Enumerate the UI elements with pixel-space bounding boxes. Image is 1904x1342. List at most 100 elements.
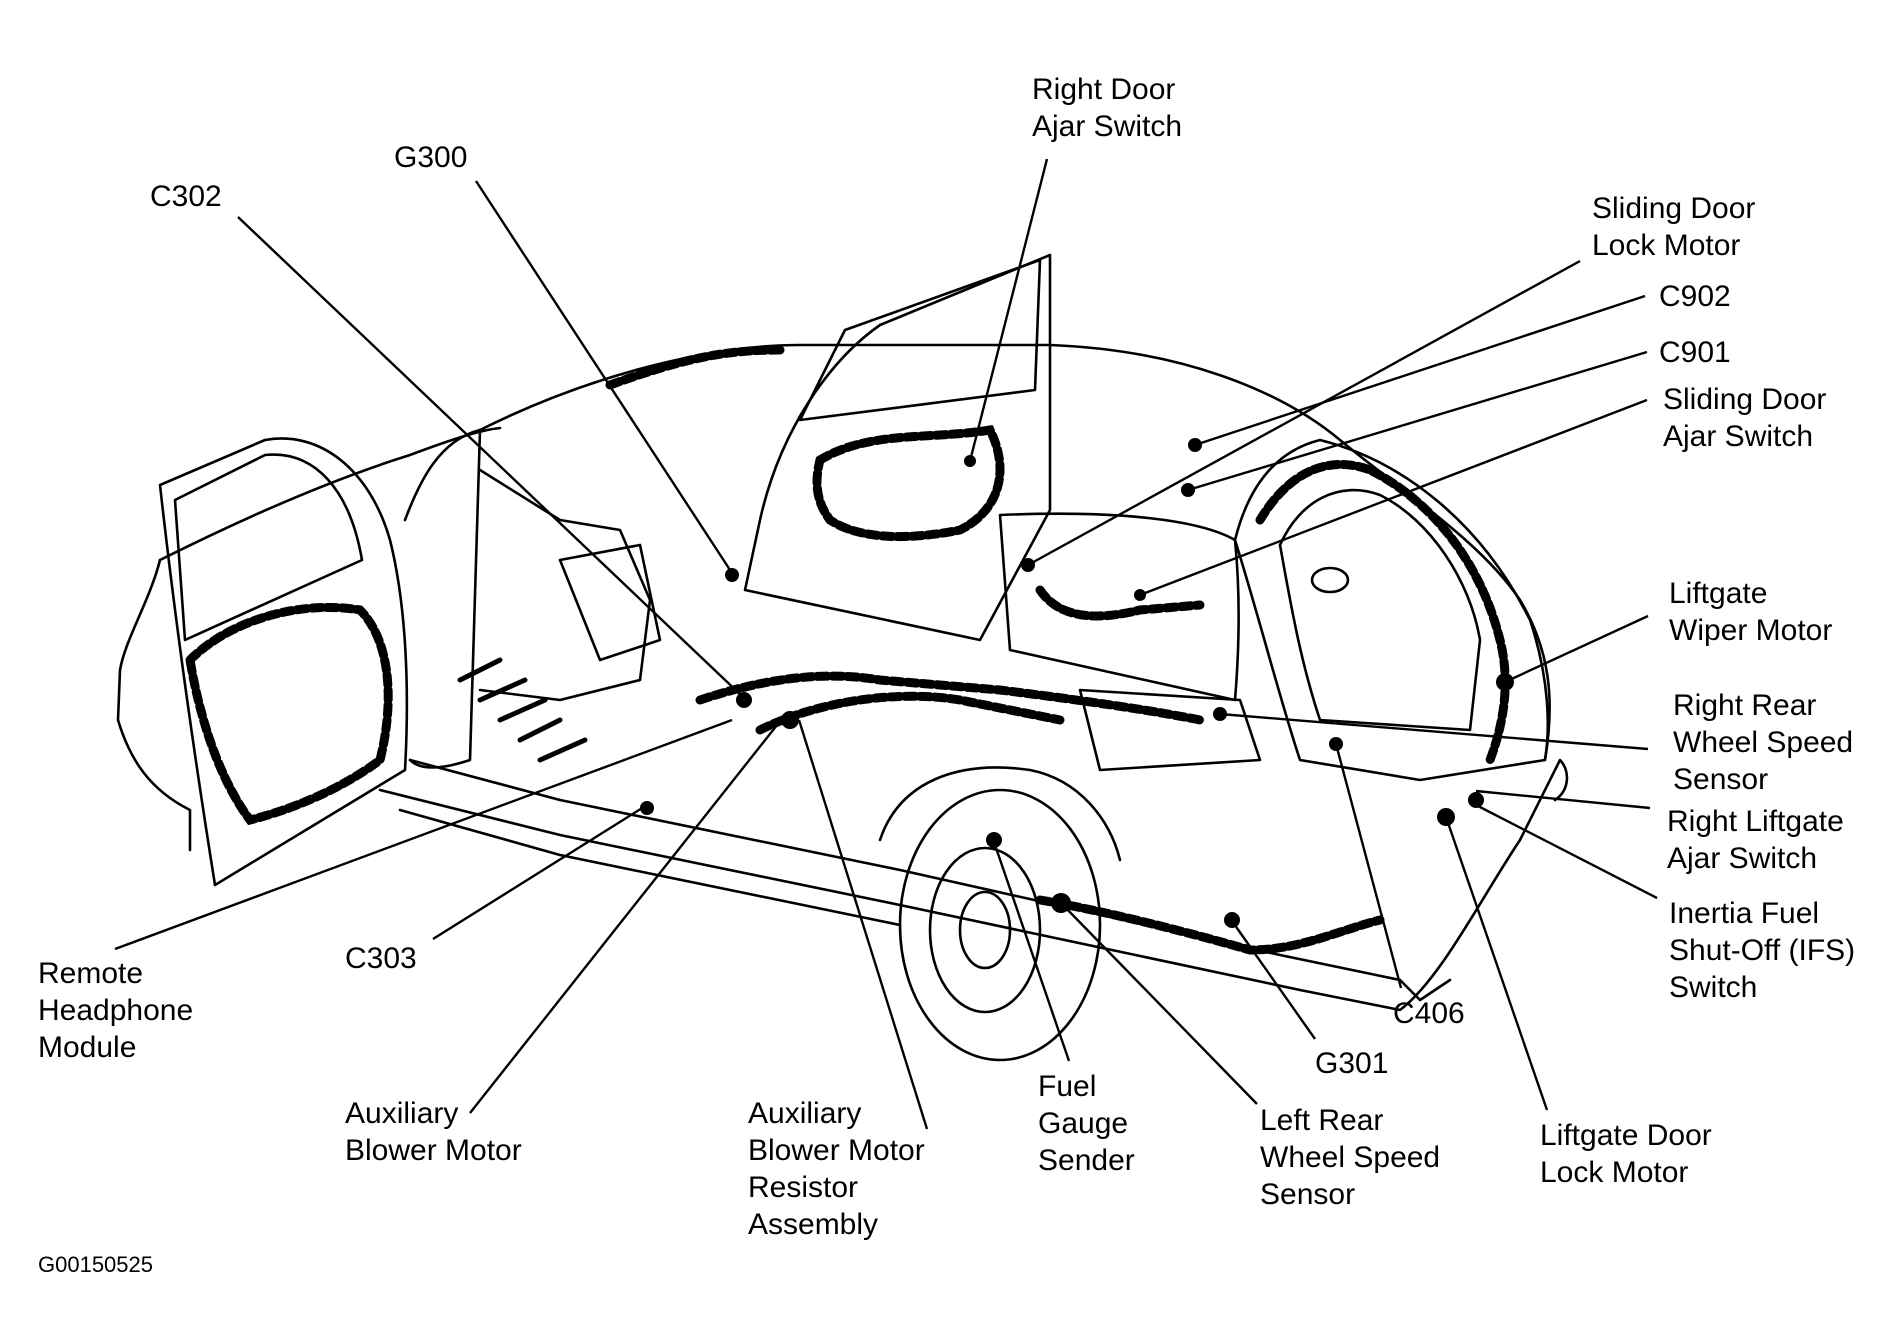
label-sliding-door-lock-motor: Sliding Door Lock Motor <box>1592 192 1764 262</box>
leader-sliding-door-lock-motor <box>1027 259 1581 567</box>
dashboard <box>478 468 652 702</box>
label-line: G301 <box>1315 1047 1388 1080</box>
label-line: Sensor <box>1260 1178 1355 1211</box>
label-inertia-fuel-shutoff-switch: Inertia Fuel Shut-Off (IFS) Switch <box>1669 897 1864 1004</box>
label-line: G300 <box>394 141 467 174</box>
leader-c406 <box>1334 743 1403 989</box>
label-line: Sliding Door <box>1592 192 1755 225</box>
component-c302 <box>736 692 752 708</box>
label-line: Headphone <box>38 994 193 1027</box>
label-right-rear-wheel-speed-sensor: Right Rear Wheel Speed Sensor <box>1673 689 1861 796</box>
label-line: Lock Motor <box>1592 229 1740 262</box>
leader-c902 <box>1194 294 1646 447</box>
leader-sliding-door-ajar-switch <box>1139 398 1648 597</box>
label-line: Wiper Motor <box>1669 614 1832 647</box>
component-ifs <box>1468 792 1484 808</box>
leader-right-liftgate-ajar-switch <box>1475 789 1651 810</box>
leader-liftgate-wiper-motor <box>1504 614 1649 684</box>
leader-fuel-gauge-sender <box>992 841 1071 1062</box>
label-line: Right Door <box>1032 73 1175 106</box>
label-right-liftgate-ajar-switch: Right Liftgate Ajar Switch <box>1667 805 1852 875</box>
label-line: Resistor <box>748 1171 858 1204</box>
rear-frame-harness <box>1035 895 1385 955</box>
front-body <box>116 558 192 852</box>
label-line: Sliding Door <box>1663 383 1826 416</box>
leader-right-rear-wheel-speed-sensor <box>1219 712 1649 751</box>
label-line: C901 <box>1659 336 1731 369</box>
rear-corner <box>1398 978 1452 1002</box>
leader-c302 <box>237 216 745 699</box>
right-door-harness <box>812 425 1005 542</box>
label-line: Ajar Switch <box>1032 110 1182 143</box>
label-line: Left Rear <box>1260 1104 1383 1137</box>
leader-aux-blower-motor-resistor-assembly <box>797 719 929 1130</box>
label-line: Right Rear <box>1673 689 1816 722</box>
front-door-harness <box>185 603 393 826</box>
label-liftgate-wiper-motor: Liftgate Wiper Motor <box>1669 577 1832 647</box>
label-line: Inertia Fuel <box>1669 897 1819 930</box>
label-c901: C901 <box>1659 336 1731 369</box>
component-c303 <box>640 801 654 815</box>
rear-wheel-tire <box>898 788 1102 1062</box>
leader-liftgate-door-lock-motor <box>1444 816 1549 1111</box>
right-front-door <box>743 253 1052 642</box>
liftgate-opening <box>1233 438 1550 782</box>
rocker-panel-lower <box>398 808 902 927</box>
label-left-rear-wheel-speed-sensor: Left Rear Wheel Speed Sensor <box>1260 1104 1448 1211</box>
label-line: Auxiliary <box>345 1097 458 1130</box>
seat-front <box>558 543 662 662</box>
label-line: Switch <box>1669 971 1757 1004</box>
leader-right-door-ajar-switch <box>968 158 1049 462</box>
right-front-door-window <box>798 258 1042 422</box>
label-line: C302 <box>150 180 222 213</box>
leader-left-rear-wheel-speed-sensor <box>1060 902 1258 1105</box>
label-right-door-ajar-switch: Right Door Ajar Switch <box>1032 73 1184 143</box>
leader-inertia-fuel-shutoff-switch <box>1475 803 1658 900</box>
label-line: C902 <box>1659 280 1731 313</box>
label-line: Liftgate Door <box>1540 1119 1712 1152</box>
label-line: Liftgate <box>1669 577 1767 610</box>
labels: Right Door Ajar Switch G300 C302 Sliding… <box>38 73 1864 1277</box>
label-line: C303 <box>345 942 417 975</box>
fuel-tank <box>1078 688 1262 772</box>
roof-rail <box>605 345 785 390</box>
leader-lines <box>114 158 1658 1130</box>
label-line: Lock Motor <box>1540 1156 1688 1189</box>
label-g301: G301 <box>1315 1047 1388 1080</box>
leader-g301 <box>1231 920 1316 1040</box>
label-c902: C902 <box>1659 280 1731 313</box>
side-harness <box>695 671 1205 725</box>
front-door <box>158 437 409 887</box>
label-line: Gauge <box>1038 1107 1128 1140</box>
label-c406: C406 <box>1393 997 1465 1030</box>
label-auxiliary-blower-motor: Auxiliary Blower Motor <box>345 1097 522 1167</box>
b-pillar <box>403 428 482 769</box>
label-line: Blower Motor <box>748 1134 925 1167</box>
leader-auxiliary-blower-motor <box>469 719 782 1114</box>
label-line: C406 <box>1393 997 1465 1030</box>
front-door-window <box>173 453 364 642</box>
figure-id: G00150525 <box>38 1252 153 1277</box>
label-line: Wheel Speed <box>1673 726 1853 759</box>
floor-edge <box>408 758 1402 982</box>
sliding-door-harness <box>1035 585 1205 621</box>
component-g301 <box>1224 912 1240 928</box>
rear-lamp <box>1310 566 1350 594</box>
vehicle-illustration <box>116 253 1569 1062</box>
label-line: Blower Motor <box>345 1134 522 1167</box>
label-line: Ajar Switch <box>1663 420 1813 453</box>
center-harness <box>755 691 1065 735</box>
label-c303: C303 <box>345 942 417 975</box>
label-line: Module <box>38 1031 136 1064</box>
label-line: Shut-Off (IFS) <box>1669 934 1855 967</box>
label-fuel-gauge-sender: Fuel Gauge Sender <box>1038 1070 1136 1177</box>
leader-c901 <box>1187 350 1648 492</box>
label-line: Sender <box>1038 1144 1135 1177</box>
label-line: Assembly <box>748 1208 878 1241</box>
label-line: Wheel Speed <box>1260 1141 1440 1174</box>
rear-wheel-arch <box>878 766 1122 862</box>
label-line: Sensor <box>1673 763 1768 796</box>
leader-remote-headphone-module <box>114 718 733 951</box>
leader-c303 <box>432 803 648 941</box>
rear-bumper <box>1298 758 1569 1012</box>
